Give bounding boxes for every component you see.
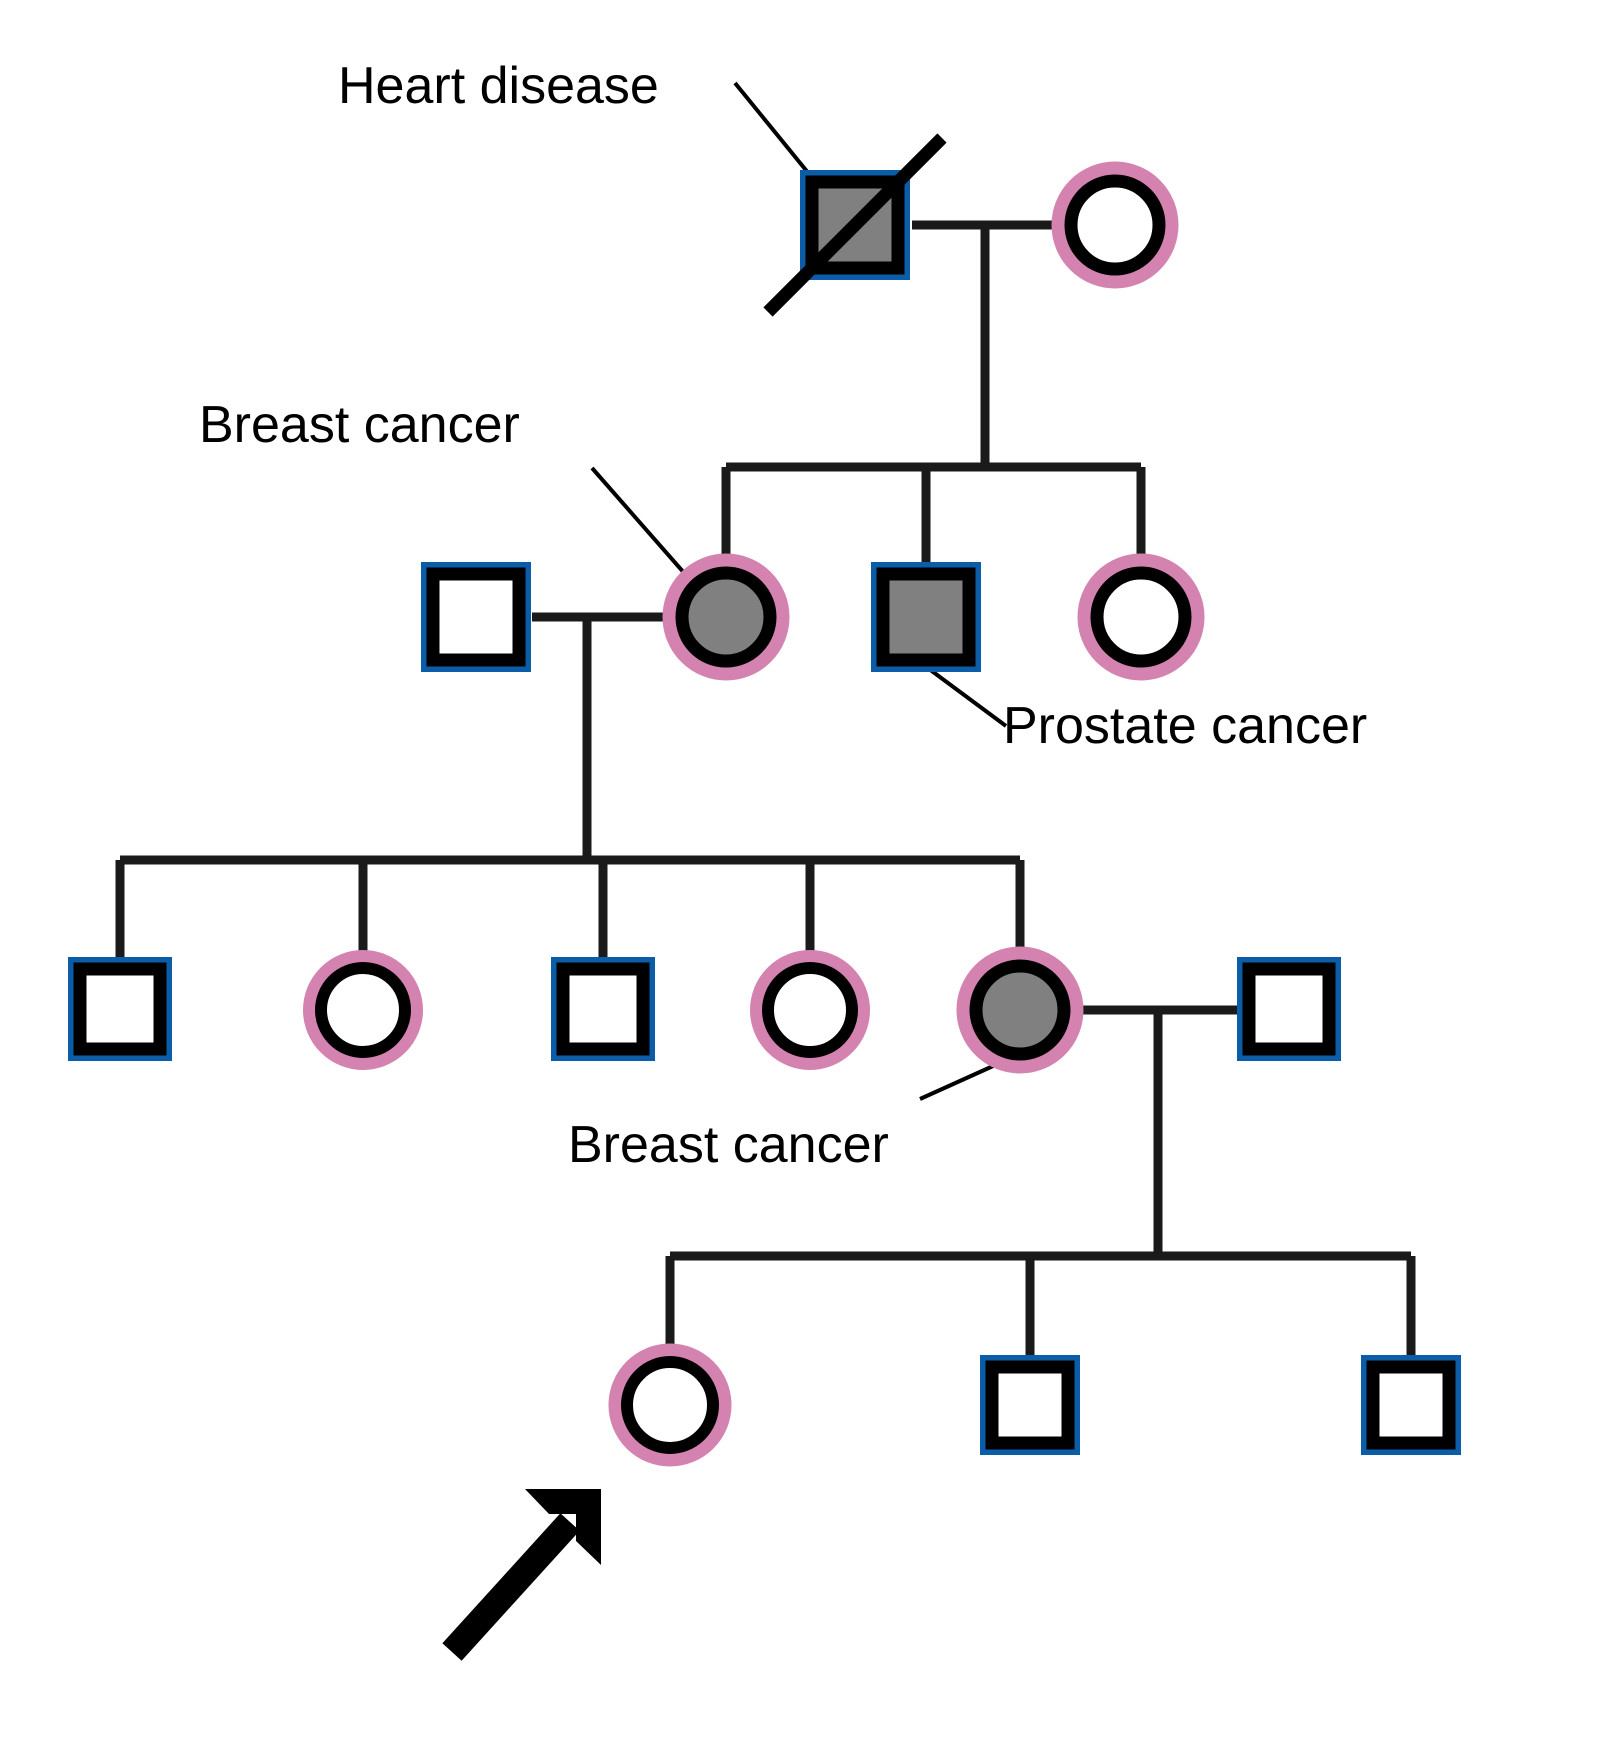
symbol-gen3-male-1[interactable]	[68, 957, 172, 1061]
male-outline	[876, 567, 976, 667]
annotation-heart-disease: Heart disease	[338, 57, 659, 115]
female-pink-ring	[1077, 553, 1205, 681]
proband-arrow-shaft	[442, 1513, 580, 1661]
annotation-breast-cancer-upper: Breast cancer	[199, 396, 520, 454]
symbol-gen4-male-1[interactable]	[980, 1355, 1080, 1455]
female-outline	[762, 962, 858, 1058]
male-outline	[73, 962, 167, 1056]
male-outline	[1242, 962, 1336, 1056]
symbol-gen4-male-2[interactable]	[1361, 1355, 1461, 1455]
male-outline	[426, 567, 526, 667]
symbol-gen3-spouse-male[interactable]	[1237, 957, 1341, 1061]
proband-arrow-head	[525, 1489, 601, 1565]
female-outline	[969, 959, 1071, 1061]
symbol-gen3-female-4[interactable]	[750, 950, 870, 1070]
symbol-gen2-spouse-male[interactable]	[421, 562, 531, 672]
symbol-gen1-female[interactable]	[1051, 161, 1179, 289]
female-outline	[1090, 566, 1192, 668]
symbol-gen1-male-deceased[interactable]	[763, 133, 947, 317]
female-outline	[675, 566, 777, 668]
female-outline	[1064, 174, 1166, 276]
connector-lines	[115, 220, 1416, 1355]
annotation-prostate-cancer: Prostate cancer	[1003, 697, 1368, 755]
annotation-breast-cancer-lower: Breast cancer	[568, 1116, 889, 1174]
female-pink-ring	[608, 1343, 732, 1467]
male-outline	[985, 1360, 1075, 1450]
female-pink-ring	[1051, 161, 1179, 289]
annotation-leader-lines	[590, 81, 1008, 1101]
female-pink-ring	[303, 950, 423, 1070]
leader-breast-cancer-1	[590, 466, 702, 593]
proband-arrow-icon	[442, 1489, 601, 1661]
symbol-gen4-female-proband[interactable]	[608, 1343, 732, 1467]
symbol-gen2-male-affected[interactable]	[871, 562, 981, 672]
symbol-gen2-female-affected[interactable]	[662, 553, 790, 681]
female-outline	[315, 962, 411, 1058]
symbol-gen3-female-2[interactable]	[303, 950, 423, 1070]
female-pink-ring	[750, 950, 870, 1070]
leader-breast-cancer-2	[919, 1060, 1003, 1101]
leader-prostate-cancer	[919, 661, 1008, 728]
male-outline	[556, 962, 650, 1056]
symbol-gen2-female[interactable]	[1077, 553, 1205, 681]
symbol-gen3-female-affected[interactable]	[956, 946, 1084, 1074]
female-pink-ring	[956, 946, 1084, 1074]
female-pink-ring	[662, 553, 790, 681]
female-outline	[621, 1356, 719, 1454]
symbol-gen3-male-3[interactable]	[551, 957, 655, 1061]
male-outline	[1366, 1360, 1456, 1450]
deceased-slash-icon	[763, 133, 947, 317]
